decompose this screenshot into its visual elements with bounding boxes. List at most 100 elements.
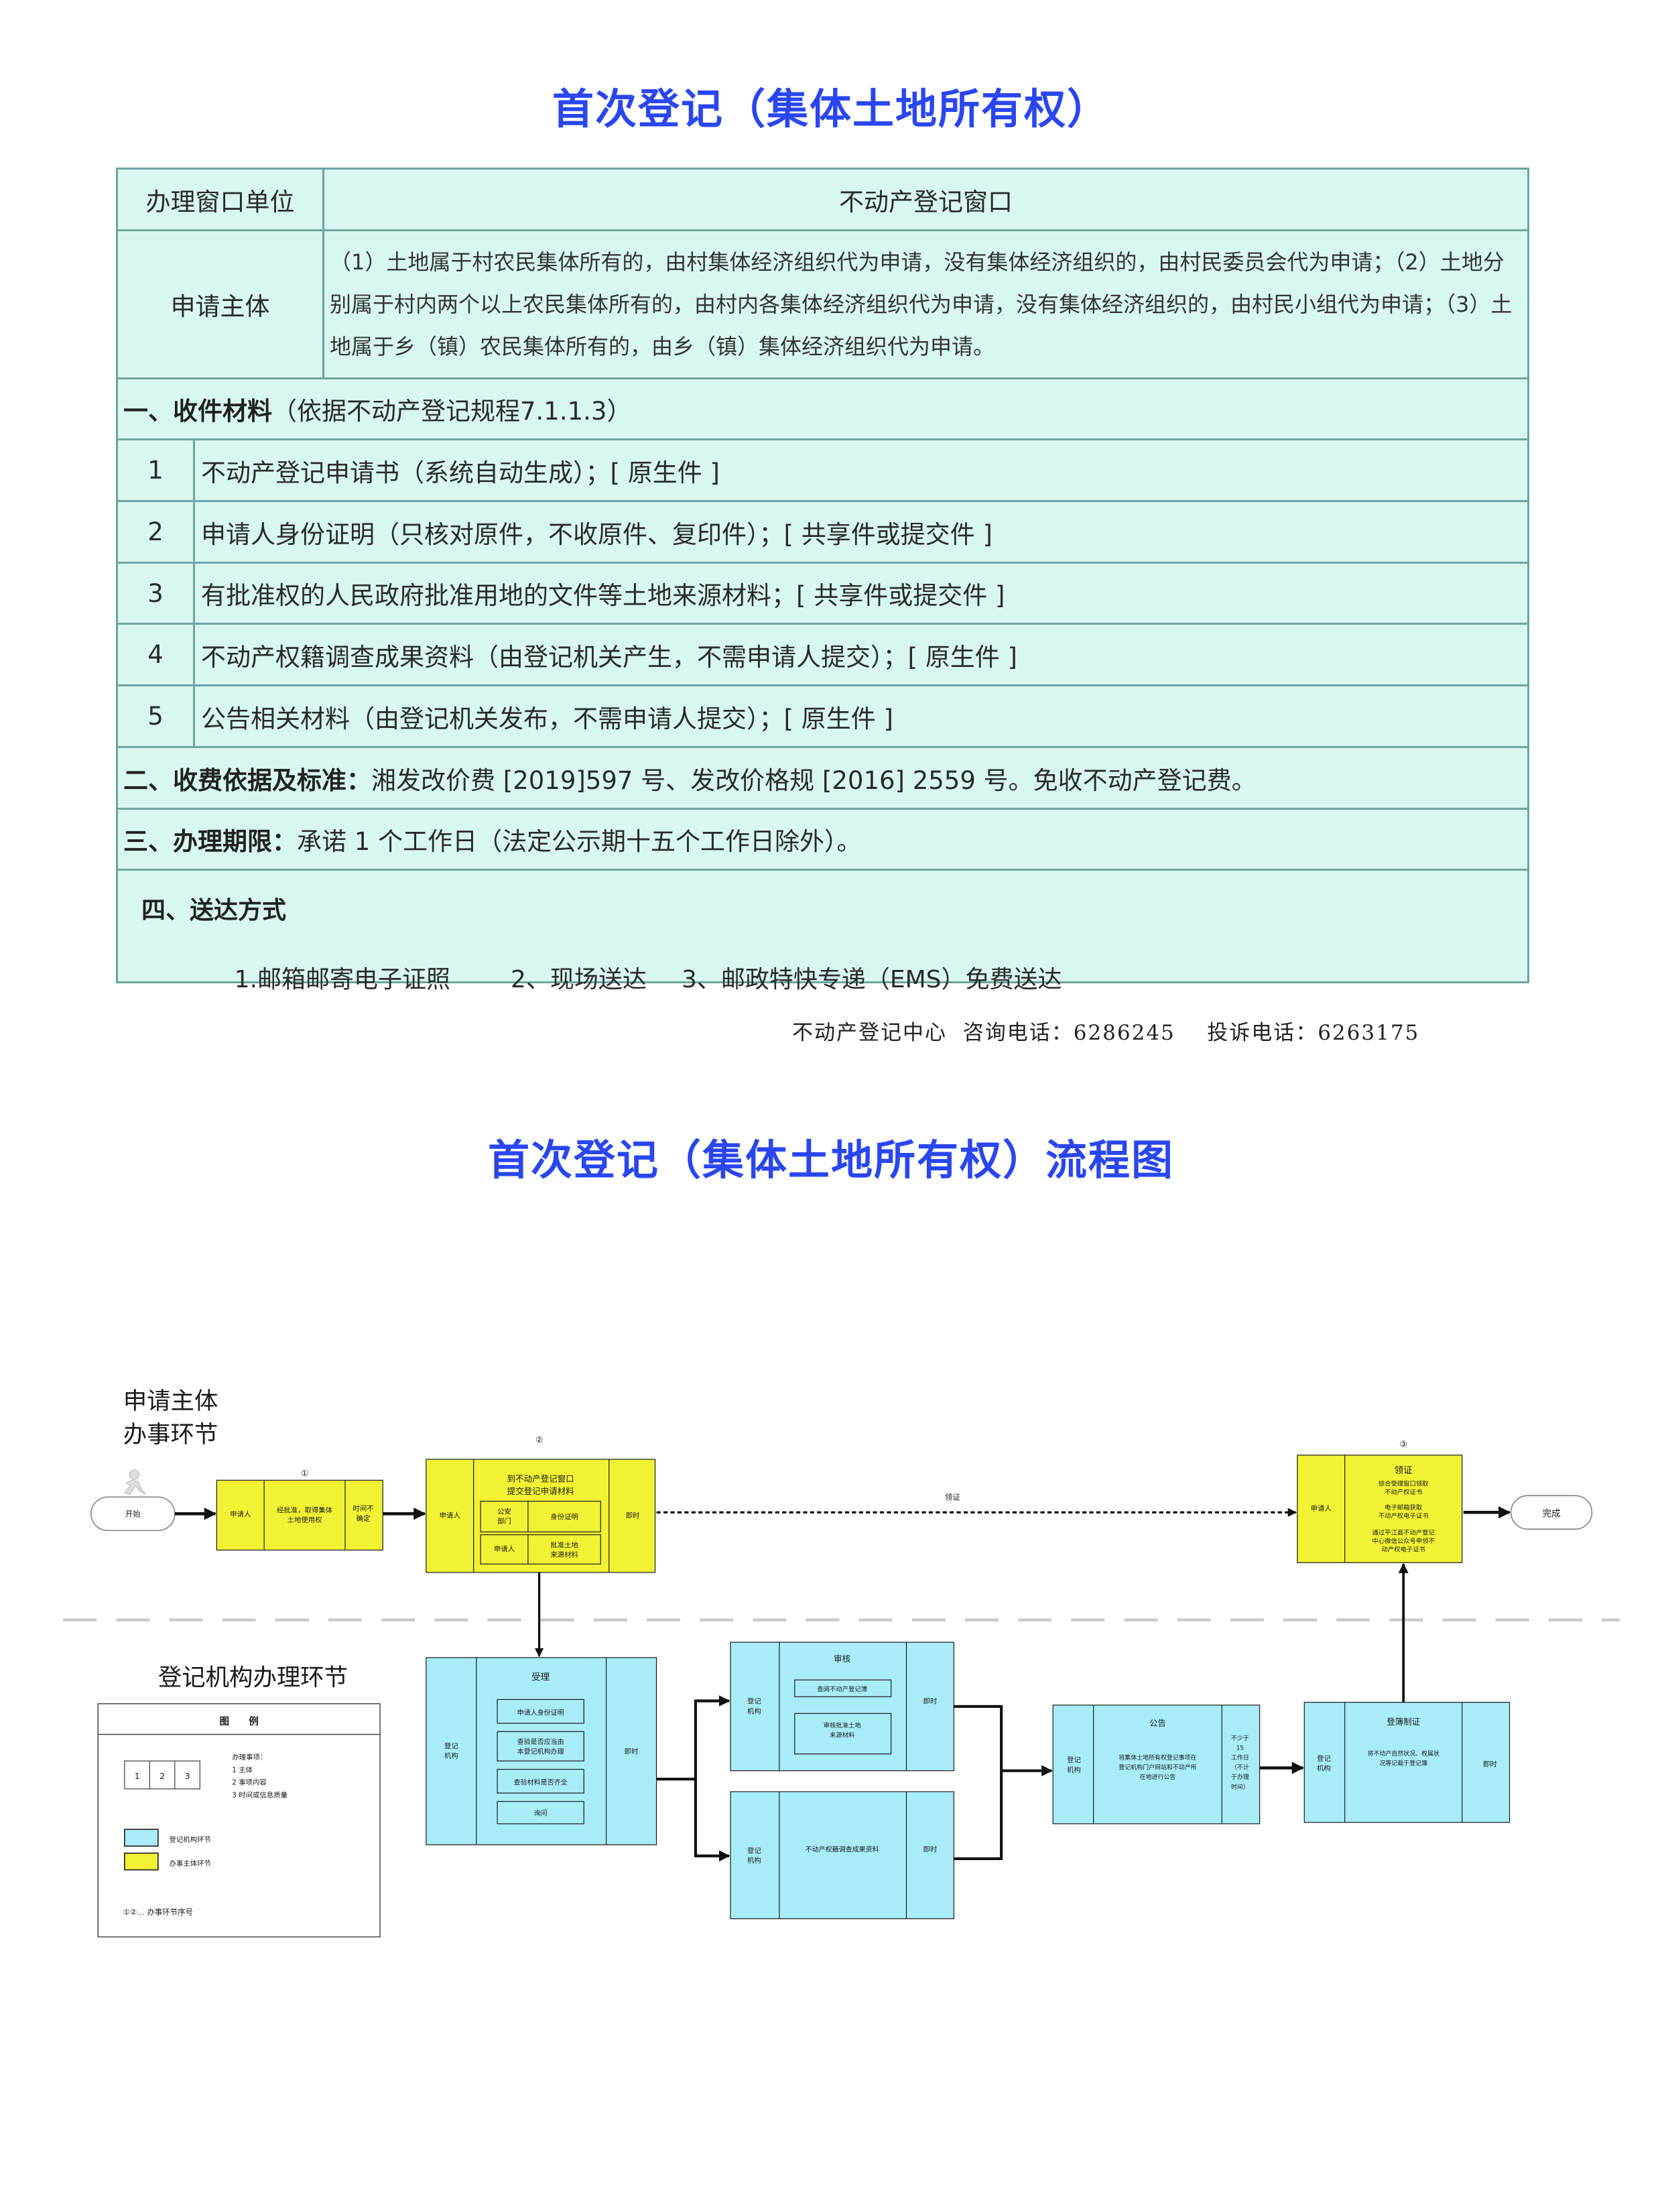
- title: 审核: [834, 1654, 851, 1664]
- item: 审核批准土地: [824, 1721, 862, 1729]
- material-text: 不动产权籍调查成果资料（由登记机关产生，不需申请人提交）；[ 原生件 ]: [201, 642, 1017, 672]
- applicant-swatch-label: 办事主体环节: [170, 1859, 211, 1867]
- notice-box: 登记 机构 公告 将集体土地所有权登记事项在 登记机构门户网站和不动产所 在地进…: [1052, 1705, 1261, 1825]
- applicant-label: 申请主体: [118, 231, 324, 377]
- actor: 机构: [747, 1707, 761, 1715]
- content: 经批准，取得集体: [277, 1506, 333, 1514]
- legend-cell: 2: [159, 1771, 165, 1781]
- actor: 申请人: [440, 1512, 461, 1520]
- actor: 机构: [747, 1856, 761, 1865]
- time: 即时: [923, 1846, 938, 1854]
- legend: 图 例 1 2 3 办理事项： 1 主体 2 事项内容 3 时间或信息质量 登记…: [97, 1703, 381, 1938]
- actor: 登记: [747, 1847, 761, 1855]
- materials-heading: 一、收件材料 （依据不动产登记规程7.1.1.3）: [123, 379, 1527, 438]
- svg-text:15: 15: [1236, 1745, 1244, 1752]
- contact-line: 不动产登记中心 咨询电话：6286245 投诉电话：6263175: [792, 1016, 1419, 1046]
- agency-swatch-label: 登记机构环节: [170, 1835, 211, 1844]
- content: 况等记载于登记簿: [1379, 1759, 1427, 1767]
- legend-title: 图 例: [220, 1715, 259, 1727]
- time: 即时: [923, 1698, 938, 1706]
- content: 在地进行公告: [1140, 1773, 1176, 1781]
- actor: 机构: [1317, 1764, 1331, 1773]
- legend-cell: 1: [135, 1771, 140, 1781]
- svg-text:2 事项内容: 2 事项内容: [232, 1778, 267, 1787]
- item: 询问: [534, 1808, 548, 1817]
- runner-icon: [123, 1469, 146, 1495]
- delivery-heading-text: 四、送达方式: [141, 897, 287, 924]
- time: 即时: [626, 1512, 640, 1520]
- actor: 机构: [1067, 1766, 1081, 1774]
- notice-time: 不少于 15 工作日 （不计 于办理 时间）: [1231, 1735, 1249, 1791]
- applicant-swatch: [124, 1852, 159, 1871]
- legend-cell: 3: [185, 1771, 190, 1781]
- period-heading: 三、办理期限：: [123, 827, 297, 856]
- row-fee: 二、收费依据及标准： 湘发改价费 [2019]597 号、发改价格规 [2016…: [118, 748, 1527, 810]
- material-text: 公告相关材料（由登记机关发布，不需申请人提交）；[ 原生件 ]: [201, 704, 893, 733]
- material-row: 2 申请人身份证明（只核对原件，不收原件、复印件）；[ 共享件或提交件 ]: [118, 502, 1527, 564]
- content: 不动产权籍调查成果资料: [806, 1845, 879, 1854]
- svg-text:1 主体: 1 主体: [232, 1766, 253, 1774]
- svg-text:动产权电子证书: 动产权电子证书: [1381, 1546, 1425, 1554]
- material-row: 4 不动产权籍调查成果资料（由登记机关产生，不需申请人提交）；[ 原生件 ]: [118, 625, 1527, 686]
- title: 到不动产登记窗口: [507, 1473, 574, 1483]
- actor: 登记: [1067, 1756, 1081, 1764]
- item: 本登记机构办理: [517, 1747, 564, 1756]
- row-applicant: 申请主体 （1）土地属于村农民集体所有的，由村集体经济组织代为申请，没有集体经济…: [118, 231, 1527, 379]
- svg-text:综合受理窗口领取: 综合受理窗口领取: [1379, 1480, 1429, 1488]
- row-period: 三、办理期限： 承诺 1 个工作日（法定公示期十五个工作日除外）。: [118, 810, 1527, 871]
- materials-heading-text: 一、收件材料: [123, 397, 272, 426]
- time: 即时: [1483, 1760, 1497, 1768]
- svg-text:办事环节: 办事环节: [123, 1421, 218, 1449]
- material-text: 申请人身份证明（只核对原件，不收原件、复印件）；[ 共享件或提交件 ]: [201, 519, 993, 549]
- review-box: 登记 机构 审核 查阅不动产登记簿 审核批准土地 来源材料 即时: [730, 1642, 954, 1772]
- materials-basis: （依据不动产登记规程7.1.1.3）: [272, 397, 632, 426]
- arrow: [656, 1695, 730, 1781]
- svg-text:3 时间或信息质量: 3 时间或信息质量: [232, 1790, 287, 1799]
- fee-heading: 二、收费依据及标准：: [123, 765, 371, 795]
- material-text: 不动产登记申请书（系统自动生成）；[ 原生件 ]: [201, 458, 720, 487]
- sub-org: 部门: [497, 1517, 511, 1526]
- item: 查验是否应当由: [517, 1737, 564, 1746]
- title: 提交登记申请材料: [507, 1486, 575, 1496]
- time: 确定: [357, 1514, 371, 1523]
- item: 申请人身份证明: [517, 1708, 564, 1717]
- applicant-text: （1）土地属于村农民集体所有的，由村集体经济组织代为申请，没有集体经济组织的，由…: [330, 249, 1513, 359]
- svg-text:中心微信公众号申领不: 中心微信公众号申领不: [1372, 1537, 1435, 1545]
- period: 三、办理期限： 承诺 1 个工作日（法定公示期十五个工作日除外）。: [123, 810, 1527, 869]
- material-row: 3 有批准权的人民政府批准用地的文件等土地来源材料；[ 共享件或提交件 ]: [118, 564, 1527, 625]
- fee-text: 湘发改价费 [2019]597 号、发改价格规 [2016] 2559 号。免收…: [371, 765, 1257, 795]
- material-text: 有批准权的人民政府批准用地的文件等土地来源材料；[ 共享件或提交件 ]: [201, 581, 1005, 610]
- delivery-heading: 四、送达方式: [141, 891, 286, 926]
- row-window: 办理窗口单位 不动产登记窗口: [118, 170, 1527, 231]
- item: 查阅不动产登记簿: [817, 1685, 867, 1693]
- sub-item: 身份证明: [550, 1513, 578, 1522]
- actor: 申请人: [1311, 1504, 1332, 1513]
- arrow: [694, 1779, 730, 1862]
- material-no: 5: [118, 686, 195, 746]
- survey-box: 登记 机构 不动产权籍调查成果资料 即时: [730, 1791, 954, 1920]
- actor: 申请人: [230, 1510, 251, 1519]
- step3-lines: 综合受理窗口领取 不动产权证书 电子邮箱获取 不动产权电子证书 通过平江县不动产…: [1372, 1480, 1435, 1554]
- svg-text:不少于: 不少于: [1231, 1735, 1249, 1742]
- sub-item: 来源材料: [550, 1550, 578, 1559]
- step2-box: ② 申请人 到不动产登记窗口 提交登记申请材料 公安 部门 身份证明 申请人 批…: [426, 1434, 656, 1573]
- step1-box: ① 申请人 经批准，取得集体 土地使用权 时间不 确定: [216, 1468, 383, 1551]
- title: 公告: [1149, 1718, 1166, 1728]
- content: 土地使用权: [287, 1516, 323, 1524]
- row-materials-heading: 一、收件材料 （依据不动产登记规程7.1.1.3）: [118, 379, 1527, 440]
- start-label: 开始: [125, 1510, 141, 1519]
- sub-org: 公安: [497, 1507, 511, 1516]
- step3-box: ③ 申请人 领证 综合受理窗口领取 不动产权证书 电子邮箱获取 不动产权电子证书…: [1297, 1438, 1463, 1563]
- svg-text:工作日: 工作日: [1231, 1754, 1249, 1762]
- step-number: ③: [1400, 1438, 1407, 1449]
- svg-text:于办理: 于办理: [1231, 1773, 1249, 1781]
- applicant-lane-label: 申请主体 办事环节: [123, 1388, 218, 1449]
- delivery-option: 2、现场送达: [511, 966, 647, 993]
- svg-text:不动产权电子证书: 不动产权电子证书: [1379, 1512, 1429, 1520]
- material-no: 4: [118, 625, 195, 684]
- flow-title: 首次登记（集体土地所有权）流程图: [487, 1135, 1174, 1184]
- legend-seq: ①②… 办事环节序号: [123, 1907, 193, 1916]
